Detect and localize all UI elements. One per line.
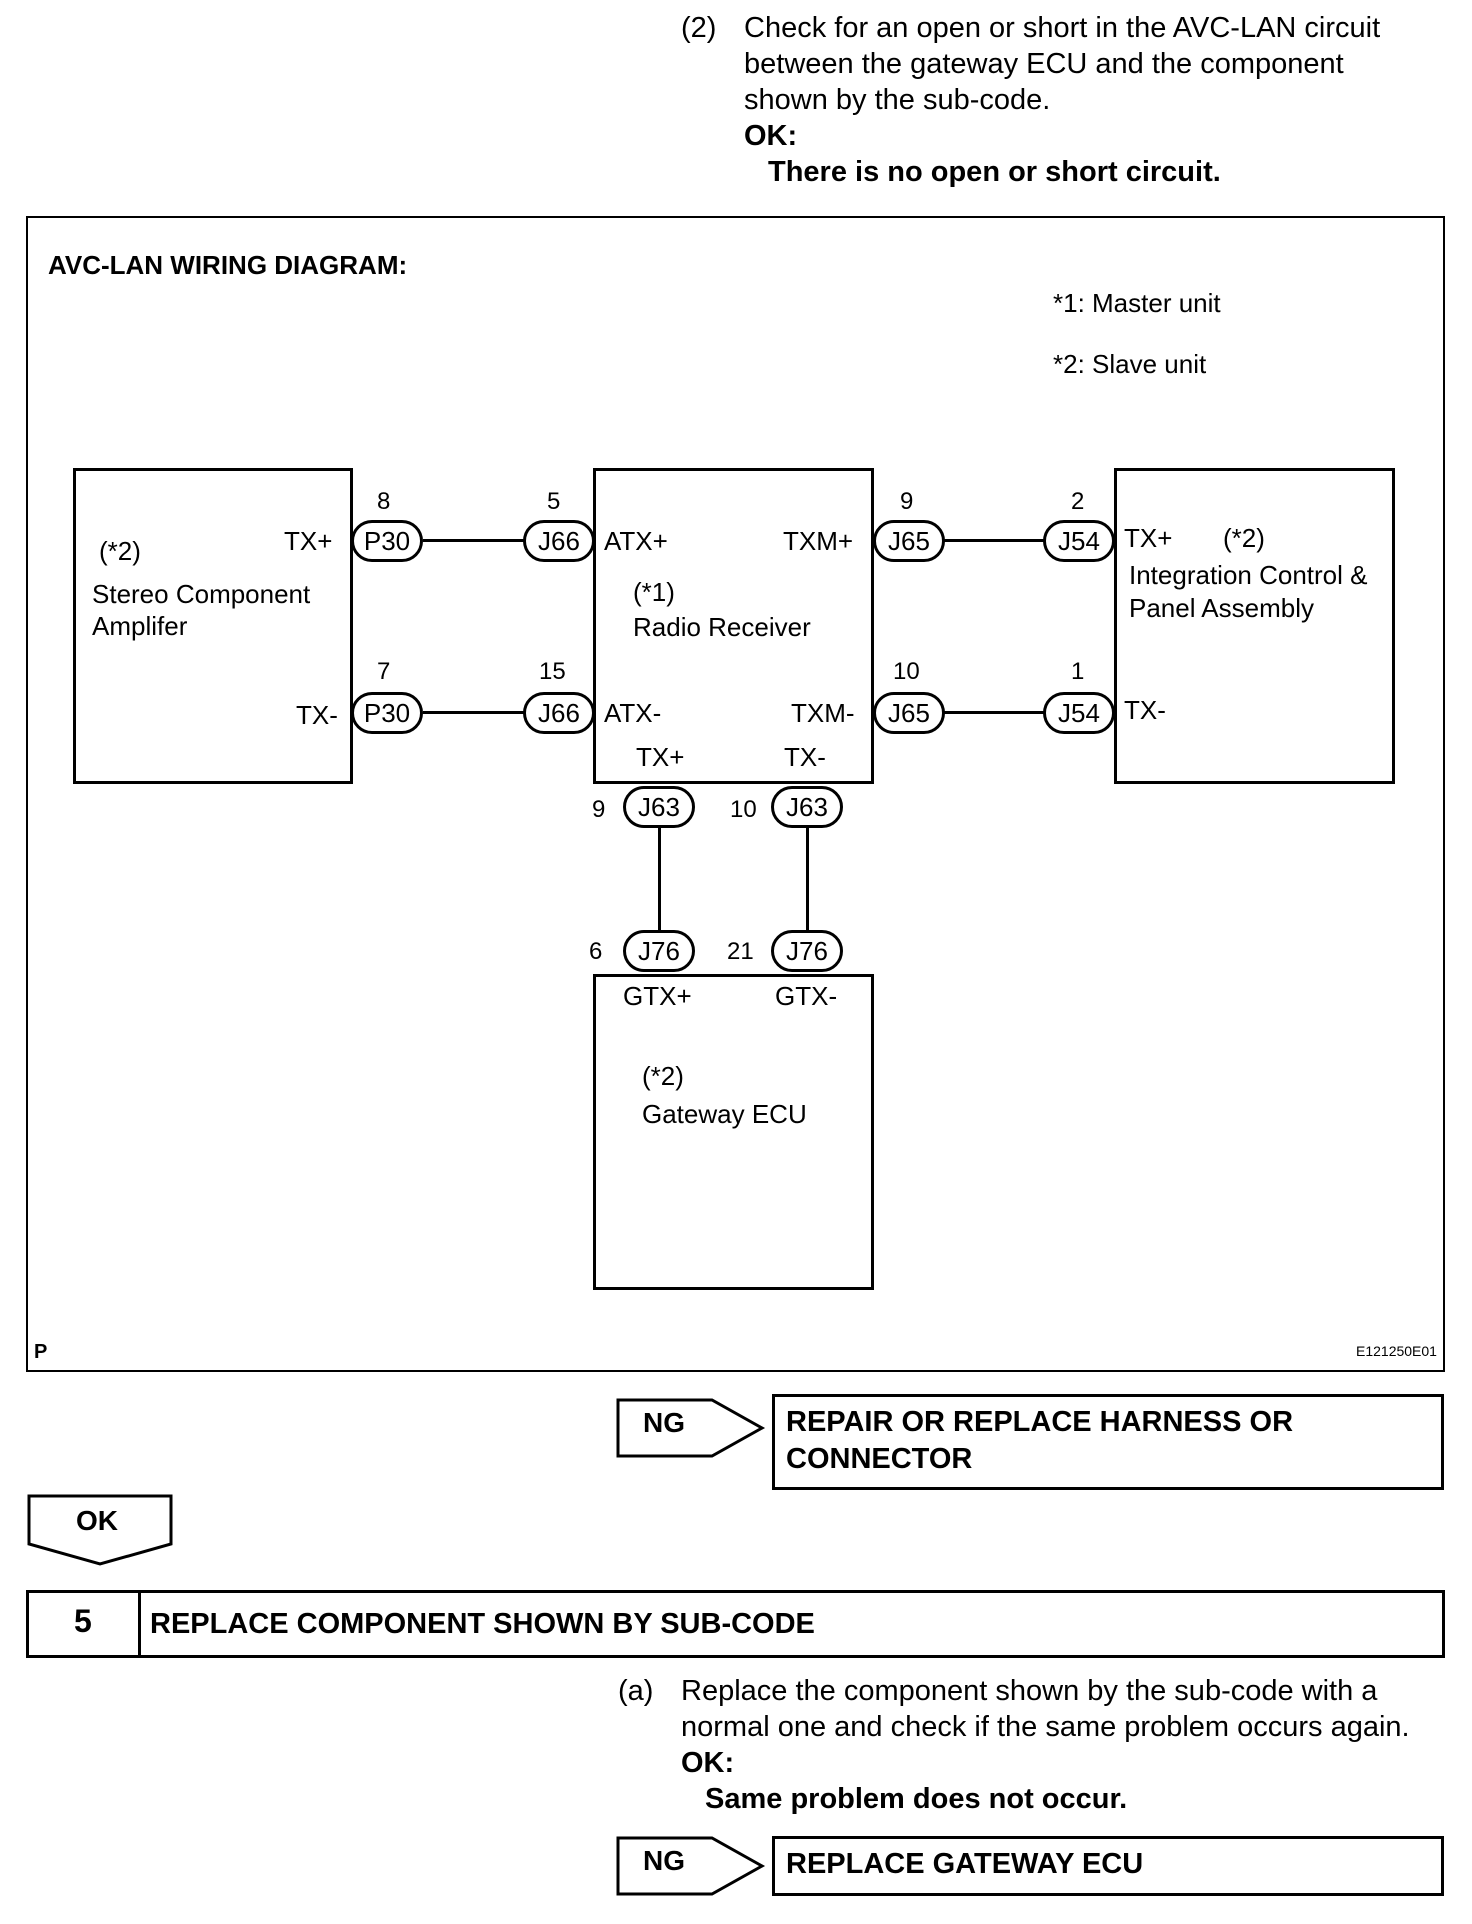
pin-number: 8	[377, 488, 391, 515]
ng-action-text: CONNECTOR	[786, 1443, 973, 1475]
connector-p30: P30	[351, 520, 423, 562]
component-name: Stereo Component	[92, 579, 311, 609]
ng-tag: NG	[643, 1845, 685, 1876]
connector-j65: J65	[873, 692, 945, 734]
step5-divider	[138, 1593, 141, 1655]
component-name: Amplifer	[92, 611, 188, 641]
pin-number: 9	[592, 796, 606, 823]
wire-tx-plus-integ	[944, 539, 1045, 542]
gateway-ecu-box	[593, 974, 874, 1290]
terminal-label: TXM+	[783, 526, 854, 556]
ng-action-box	[772, 1836, 1444, 1896]
pin-number: 9	[900, 488, 914, 515]
ng-arrow-icon	[616, 1836, 766, 1896]
ok-arrow-icon	[27, 1494, 173, 1566]
connector-j76: J76	[771, 930, 843, 972]
master-mark: (*1)	[633, 577, 675, 607]
connector-j63: J63	[771, 786, 843, 828]
component-name: Panel Assembly	[1129, 593, 1314, 623]
diagram-title: AVC-LAN WIRING DIAGRAM:	[48, 250, 408, 280]
connector-j65: J65	[873, 520, 945, 562]
pin-number: 15	[539, 658, 566, 685]
terminal-label: ATX+	[604, 526, 668, 556]
step-text-line: between the gateway ECU and the componen…	[744, 48, 1344, 80]
pin-number: 1	[1071, 658, 1085, 685]
ng-arrow-icon	[616, 1398, 766, 1458]
terminal-label: TX-	[784, 742, 826, 772]
terminal-label: TX-	[296, 700, 338, 730]
pin-number: 21	[727, 938, 754, 965]
pin-number: 5	[547, 488, 561, 515]
pin-number: 10	[730, 796, 757, 823]
legend-slave-note: *2: Slave unit	[1053, 349, 1207, 379]
wire-tx-plus-amp	[423, 539, 524, 542]
pin-number: 6	[589, 938, 603, 965]
component-name: Integration Control &	[1129, 560, 1368, 590]
connector-p30: P30	[351, 692, 423, 734]
connector-j76: J76	[623, 930, 695, 972]
terminal-label: TX+	[1124, 523, 1173, 553]
ng-tag: NG	[643, 1407, 685, 1438]
ok-label: OK:	[681, 1747, 735, 1779]
terminal-label: GTX+	[623, 981, 692, 1011]
pin-number: 2	[1071, 488, 1085, 515]
slave-mark: (*2)	[1223, 523, 1265, 553]
component-name: Gateway ECU	[642, 1099, 807, 1129]
step-title: REPLACE COMPONENT SHOWN BY SUB-CODE	[150, 1608, 815, 1640]
legend-master-note: *1: Master unit	[1053, 288, 1221, 318]
ok-result: There is no open or short circuit.	[768, 156, 1221, 188]
connector-j63: J63	[623, 786, 695, 828]
terminal-label: GTX-	[775, 981, 838, 1011]
wire-tx-minus-amp	[423, 711, 524, 714]
corner-label: P	[34, 1341, 48, 1363]
connector-j54: J54	[1043, 692, 1115, 734]
component-name: Radio Receiver	[633, 612, 811, 642]
step-text-line: Check for an open or short in the AVC-LA…	[744, 12, 1381, 44]
slave-mark: (*2)	[642, 1061, 684, 1091]
ok-tag: OK	[76, 1505, 118, 1536]
pin-number: 7	[377, 658, 391, 685]
pin-number: 10	[893, 658, 920, 685]
terminal-label: TX-	[1124, 695, 1166, 725]
wire-gtx-minus	[806, 827, 809, 953]
step-text-line: Replace the component shown by the sub-c…	[681, 1675, 1378, 1707]
connector-j66: J66	[523, 692, 595, 734]
step5-header	[26, 1590, 1445, 1658]
slave-mark: (*2)	[99, 536, 141, 566]
connector-j66: J66	[523, 520, 595, 562]
ng-action-box	[772, 1394, 1444, 1490]
step-number: (2)	[681, 12, 717, 44]
step-text-line: normal one and check if the same problem…	[681, 1711, 1410, 1743]
terminal-label: ATX-	[604, 698, 662, 728]
ok-label: OK:	[744, 120, 798, 152]
terminal-label: TX+	[284, 526, 333, 556]
wire-tx-minus-integ	[944, 711, 1045, 714]
connector-j54: J54	[1043, 520, 1115, 562]
terminal-label: TX+	[636, 742, 685, 772]
stereo-amplifier-box	[73, 468, 353, 784]
wire-gtx-plus	[658, 827, 661, 953]
step-text-line: shown by the sub-code.	[744, 84, 1051, 116]
step-number: 5	[74, 1603, 92, 1639]
ng-action-text: REPLACE GATEWAY ECU	[786, 1848, 1144, 1880]
ng-action-text: REPAIR OR REPLACE HARNESS OR	[786, 1406, 1294, 1438]
figure-id: E121250E01	[1356, 1343, 1437, 1359]
terminal-label: TXM-	[791, 698, 855, 728]
ok-result: Same problem does not occur.	[705, 1783, 1128, 1815]
integration-panel-box	[1114, 468, 1395, 784]
radio-receiver-box	[593, 468, 874, 784]
step-number: (a)	[618, 1675, 654, 1707]
